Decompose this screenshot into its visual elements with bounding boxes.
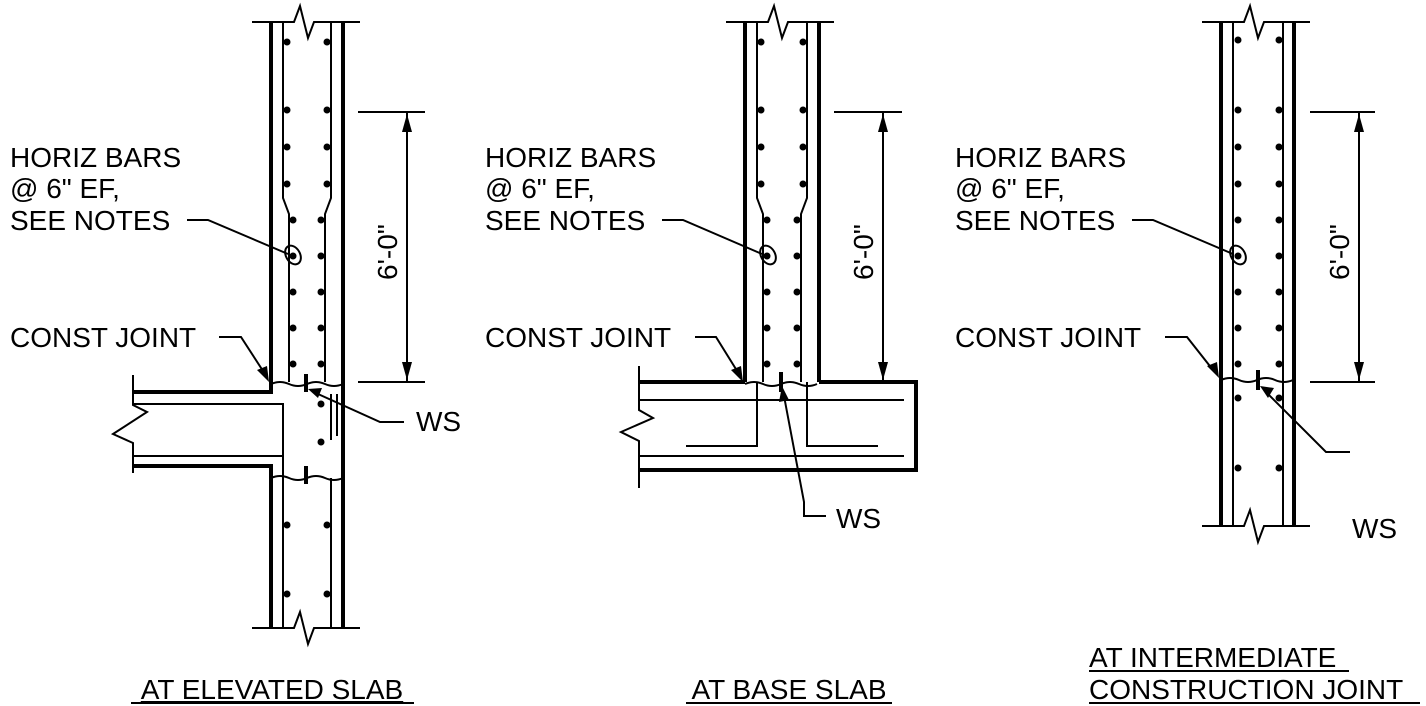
bars-leader <box>1132 219 1234 255</box>
joint-leader <box>219 336 266 375</box>
dimension-label: 6'-0" <box>1324 224 1355 280</box>
slab-break-line <box>618 366 656 488</box>
bars-label-line-1: HORIZ BARS <box>955 142 1126 173</box>
dim-arrow-bottom <box>878 362 888 380</box>
joint-arrowhead <box>257 366 269 382</box>
dimension-lines <box>834 111 902 383</box>
bars-leader <box>187 219 289 255</box>
joint-label: CONST JOINT <box>10 322 196 353</box>
rebar-right <box>800 22 808 382</box>
bars-label-line-3: SEE NOTES <box>10 205 170 236</box>
rebar-left-upper <box>282 22 290 382</box>
ws-leader <box>1267 393 1350 453</box>
bars-label-line-3: SEE NOTES <box>955 205 1115 236</box>
break-line-bottom <box>252 608 360 648</box>
ws-label: WS <box>1352 513 1397 544</box>
detail-elevated-slab: HORIZ BARS @ 6" EF, SEE NOTES CONST JOIN… <box>10 2 461 705</box>
rebar-lower <box>282 478 332 628</box>
bars-label-line-2: @ 6" EF, <box>485 173 595 204</box>
dim-arrow-bottom <box>402 362 412 380</box>
bars-label-line-2: @ 6" EF, <box>10 173 120 204</box>
joint-leader <box>1165 336 1214 371</box>
joint-arrowhead <box>731 366 743 382</box>
bars-label-line-1: HORIZ BARS <box>10 142 181 173</box>
ws-leader <box>317 393 404 423</box>
bars-callout-ellipse <box>284 244 302 266</box>
detail-title-line-2: CONSTRUCTION JOINT <box>1089 674 1403 705</box>
bars-label-line-2: @ 6" EF, <box>955 173 1065 204</box>
joint-label: CONST JOINT <box>955 322 1141 353</box>
rebar-dots <box>757 38 807 368</box>
slab-top-left <box>133 382 273 394</box>
bars-leader <box>662 219 763 255</box>
dowel-right <box>806 382 878 447</box>
break-line-top <box>252 2 360 42</box>
ws-arrowhead <box>779 386 789 402</box>
detail-title-line-1: AT INTERMEDIATE <box>1089 642 1336 673</box>
slab-break-line <box>110 375 150 473</box>
rebar-dots <box>1234 36 1283 472</box>
ws-label: WS <box>416 406 461 437</box>
ws-arrowhead <box>1260 386 1274 398</box>
dimension-lines <box>1310 111 1375 383</box>
detail-title: AT BASE SLAB <box>691 674 886 705</box>
rebar-right-upper <box>324 22 332 382</box>
detail-intermediate-joint: HORIZ BARS @ 6" EF, SEE NOTES CONST JOIN… <box>955 2 1420 705</box>
dim-arrow-bottom <box>1354 362 1364 380</box>
dowel-left <box>686 382 758 447</box>
bars-label-line-3: SEE NOTES <box>485 205 645 236</box>
dimension-label: 6'-0" <box>372 224 403 280</box>
bars-callout-ellipse <box>759 244 777 266</box>
bars-label-line-1: HORIZ BARS <box>485 142 656 173</box>
rebar-dots <box>283 38 331 598</box>
joint-leader <box>695 336 740 375</box>
dim-arrow-top <box>402 114 412 132</box>
bars-callout-ellipse <box>1229 244 1247 266</box>
dimension-lines <box>358 111 425 383</box>
detail-base-slab: HORIZ BARS @ 6" EF, SEE NOTES CONST JOIN… <box>485 2 918 705</box>
dim-arrow-top <box>878 114 888 132</box>
dim-arrow-top <box>1354 114 1364 132</box>
ws-label: WS <box>836 503 881 534</box>
joint-arrowhead <box>1207 362 1219 378</box>
ws-leader <box>783 395 826 517</box>
ws-arrowhead <box>308 388 322 398</box>
break-line-top <box>1202 2 1310 42</box>
joint-label: CONST JOINT <box>485 322 671 353</box>
slab-bottom-left <box>133 464 273 478</box>
rebar-left <box>756 22 764 382</box>
dimension-label: 6'-0" <box>848 224 879 280</box>
slab-rebar-top <box>133 403 284 478</box>
break-line-top <box>726 2 834 42</box>
break-line-bottom <box>1202 506 1310 546</box>
detail-title: AT ELEVATED SLAB <box>141 674 403 705</box>
